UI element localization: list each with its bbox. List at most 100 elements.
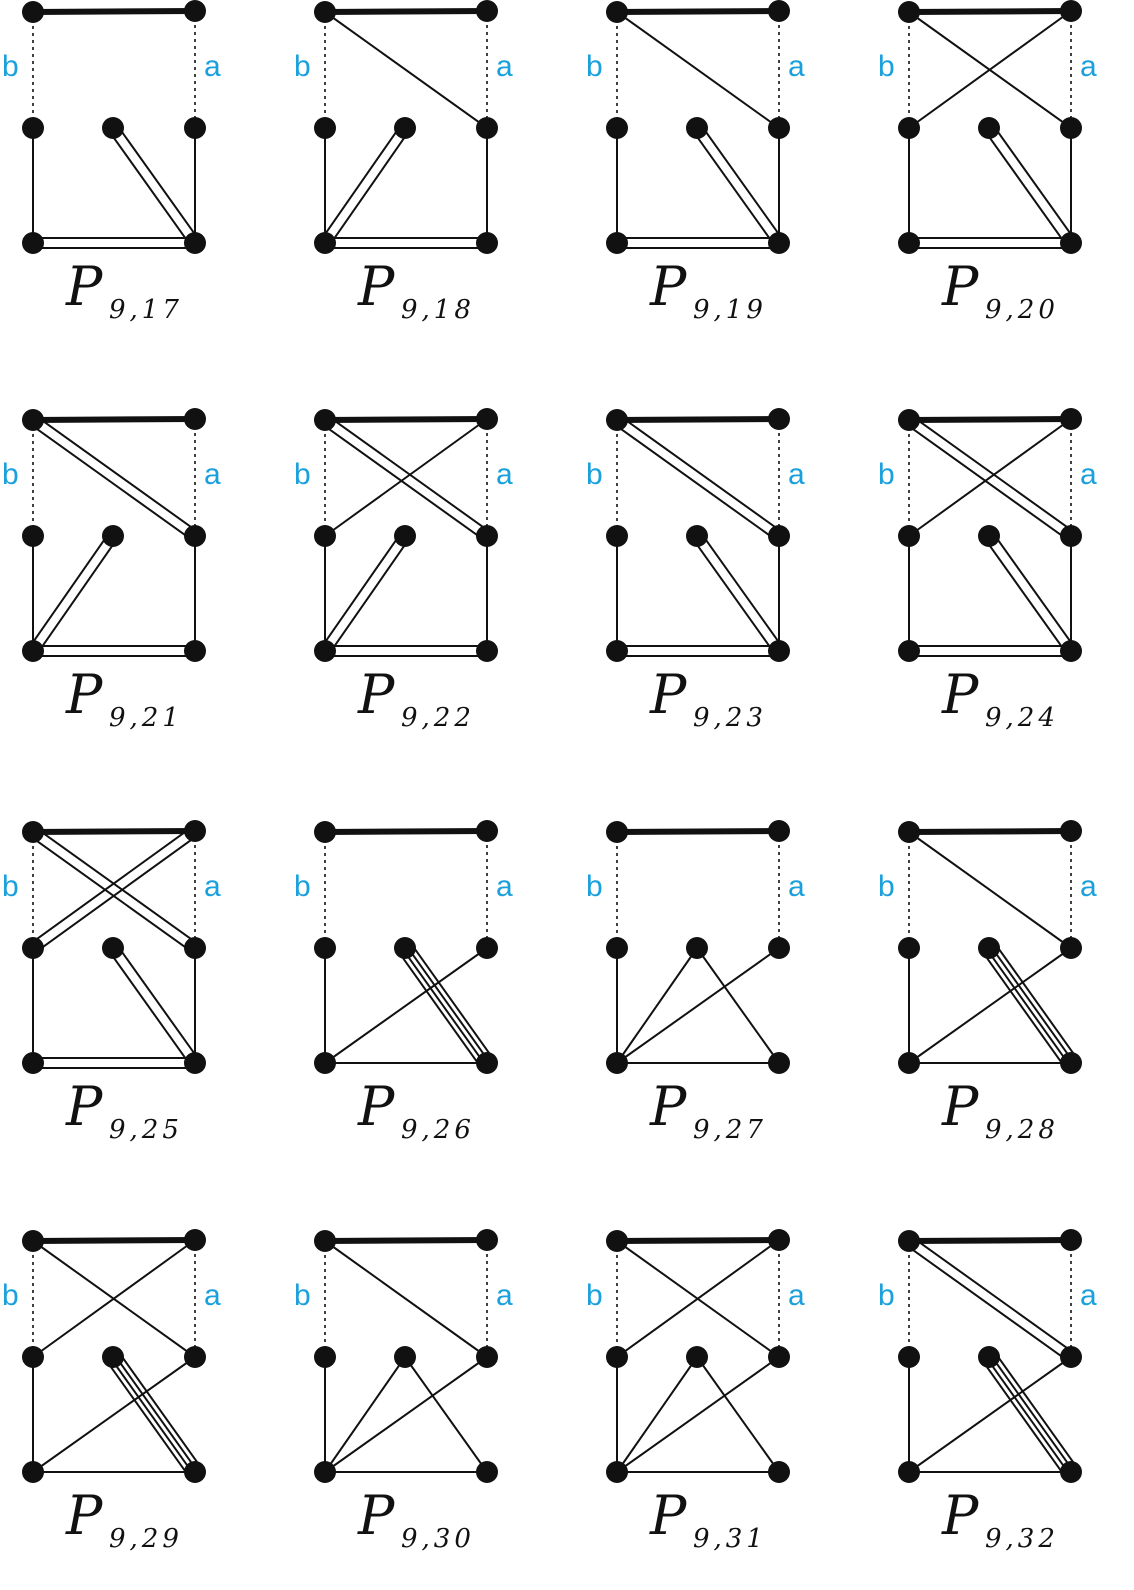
- graph-name: P: [649, 1075, 688, 1138]
- vertex: [22, 117, 44, 139]
- multi-edge: [328, 129, 411, 247]
- graph-name: P: [65, 1484, 104, 1547]
- vertex: [102, 525, 124, 547]
- label-b: b: [2, 1279, 19, 1312]
- multi-edge: [618, 414, 783, 533]
- vertex: [606, 525, 628, 547]
- vertex: [1060, 117, 1082, 139]
- label-b: b: [294, 1279, 311, 1312]
- label-a: a: [496, 458, 513, 491]
- graph-name: P: [65, 255, 104, 318]
- vertex: [768, 937, 790, 959]
- vertex: [606, 1230, 628, 1252]
- vertex: [394, 937, 416, 959]
- vertex: [184, 1346, 206, 1368]
- top-bold-edge: [906, 416, 1074, 423]
- vertex: [978, 525, 1000, 547]
- vertex: [476, 525, 498, 547]
- vertex: [314, 1346, 336, 1368]
- vertex: [1060, 820, 1082, 842]
- multi-edge: [328, 537, 411, 655]
- graph-name: P: [65, 663, 104, 726]
- label-b: b: [878, 870, 895, 903]
- vertex: [184, 820, 206, 842]
- label-a: a: [788, 458, 805, 491]
- vertex: [1060, 1052, 1082, 1074]
- graph-subscript: 9,31: [693, 1524, 767, 1554]
- edge: [404, 1356, 488, 1473]
- vertex: [768, 1346, 790, 1368]
- label-a: a: [204, 458, 221, 491]
- graph-subscript: 9,20: [985, 295, 1059, 325]
- label-a: a: [204, 1279, 221, 1312]
- top-bold-edge: [30, 1237, 198, 1244]
- edge: [616, 1239, 780, 1358]
- vertex: [686, 1346, 708, 1368]
- graph-subscript: 9,27: [693, 1115, 767, 1145]
- vertex: [1060, 1229, 1082, 1251]
- multi-edge: [29, 423, 194, 542]
- multi-edge: [992, 532, 1077, 650]
- vertex: [978, 1346, 1000, 1368]
- vertex: [314, 1052, 336, 1074]
- vertex: [476, 937, 498, 959]
- multi-edge: [107, 949, 192, 1067]
- label-b: b: [878, 50, 895, 83]
- vertex: [184, 937, 206, 959]
- label-b: b: [2, 50, 19, 83]
- top-bold-edge: [614, 1237, 782, 1244]
- vertex: [184, 408, 206, 430]
- edge: [908, 418, 1072, 537]
- vertex: [768, 640, 790, 662]
- graph-name: P: [357, 1484, 396, 1547]
- vertex: [898, 232, 920, 254]
- vertex: [22, 1, 44, 23]
- multi-edge: [321, 423, 486, 542]
- label-b: b: [294, 458, 311, 491]
- graph-subscript: 9,24: [985, 703, 1059, 733]
- multi-edge: [401, 948, 486, 1066]
- vertex: [978, 117, 1000, 139]
- vertex: [768, 0, 790, 22]
- vertex: [184, 640, 206, 662]
- vertex: [314, 409, 336, 431]
- vertex: [102, 117, 124, 139]
- top-bold-edge: [30, 828, 198, 835]
- vertex: [1060, 1346, 1082, 1368]
- vertex: [1060, 232, 1082, 254]
- multi-edge: [994, 942, 1079, 1060]
- multi-edge: [105, 1360, 190, 1478]
- multi-edge: [34, 414, 199, 533]
- vertex: [606, 640, 628, 662]
- multi-edge: [326, 414, 491, 533]
- multi-edge: [994, 1351, 1079, 1469]
- vertex: [686, 525, 708, 547]
- vertex: [606, 937, 628, 959]
- top-bold-edge: [322, 828, 490, 835]
- label-a: a: [788, 50, 805, 83]
- multi-edge: [691, 537, 776, 655]
- edge: [324, 418, 488, 537]
- multi-edge: [613, 423, 778, 542]
- label-b: b: [2, 870, 19, 903]
- vertex: [314, 117, 336, 139]
- vertex: [686, 937, 708, 959]
- vertex: [768, 1229, 790, 1251]
- edge: [616, 1356, 780, 1473]
- graph-subscript: 9,22: [401, 703, 475, 733]
- edge: [616, 11, 780, 129]
- label-b: b: [586, 50, 603, 83]
- graph-name: P: [357, 255, 396, 318]
- top-bold-edge: [322, 8, 490, 15]
- label-b: b: [294, 870, 311, 903]
- vertex: [394, 117, 416, 139]
- edge: [908, 831, 1072, 949]
- graph-name: P: [941, 255, 980, 318]
- graph-name: P: [65, 1075, 104, 1138]
- vertex: [606, 1461, 628, 1483]
- label-b: b: [878, 1279, 895, 1312]
